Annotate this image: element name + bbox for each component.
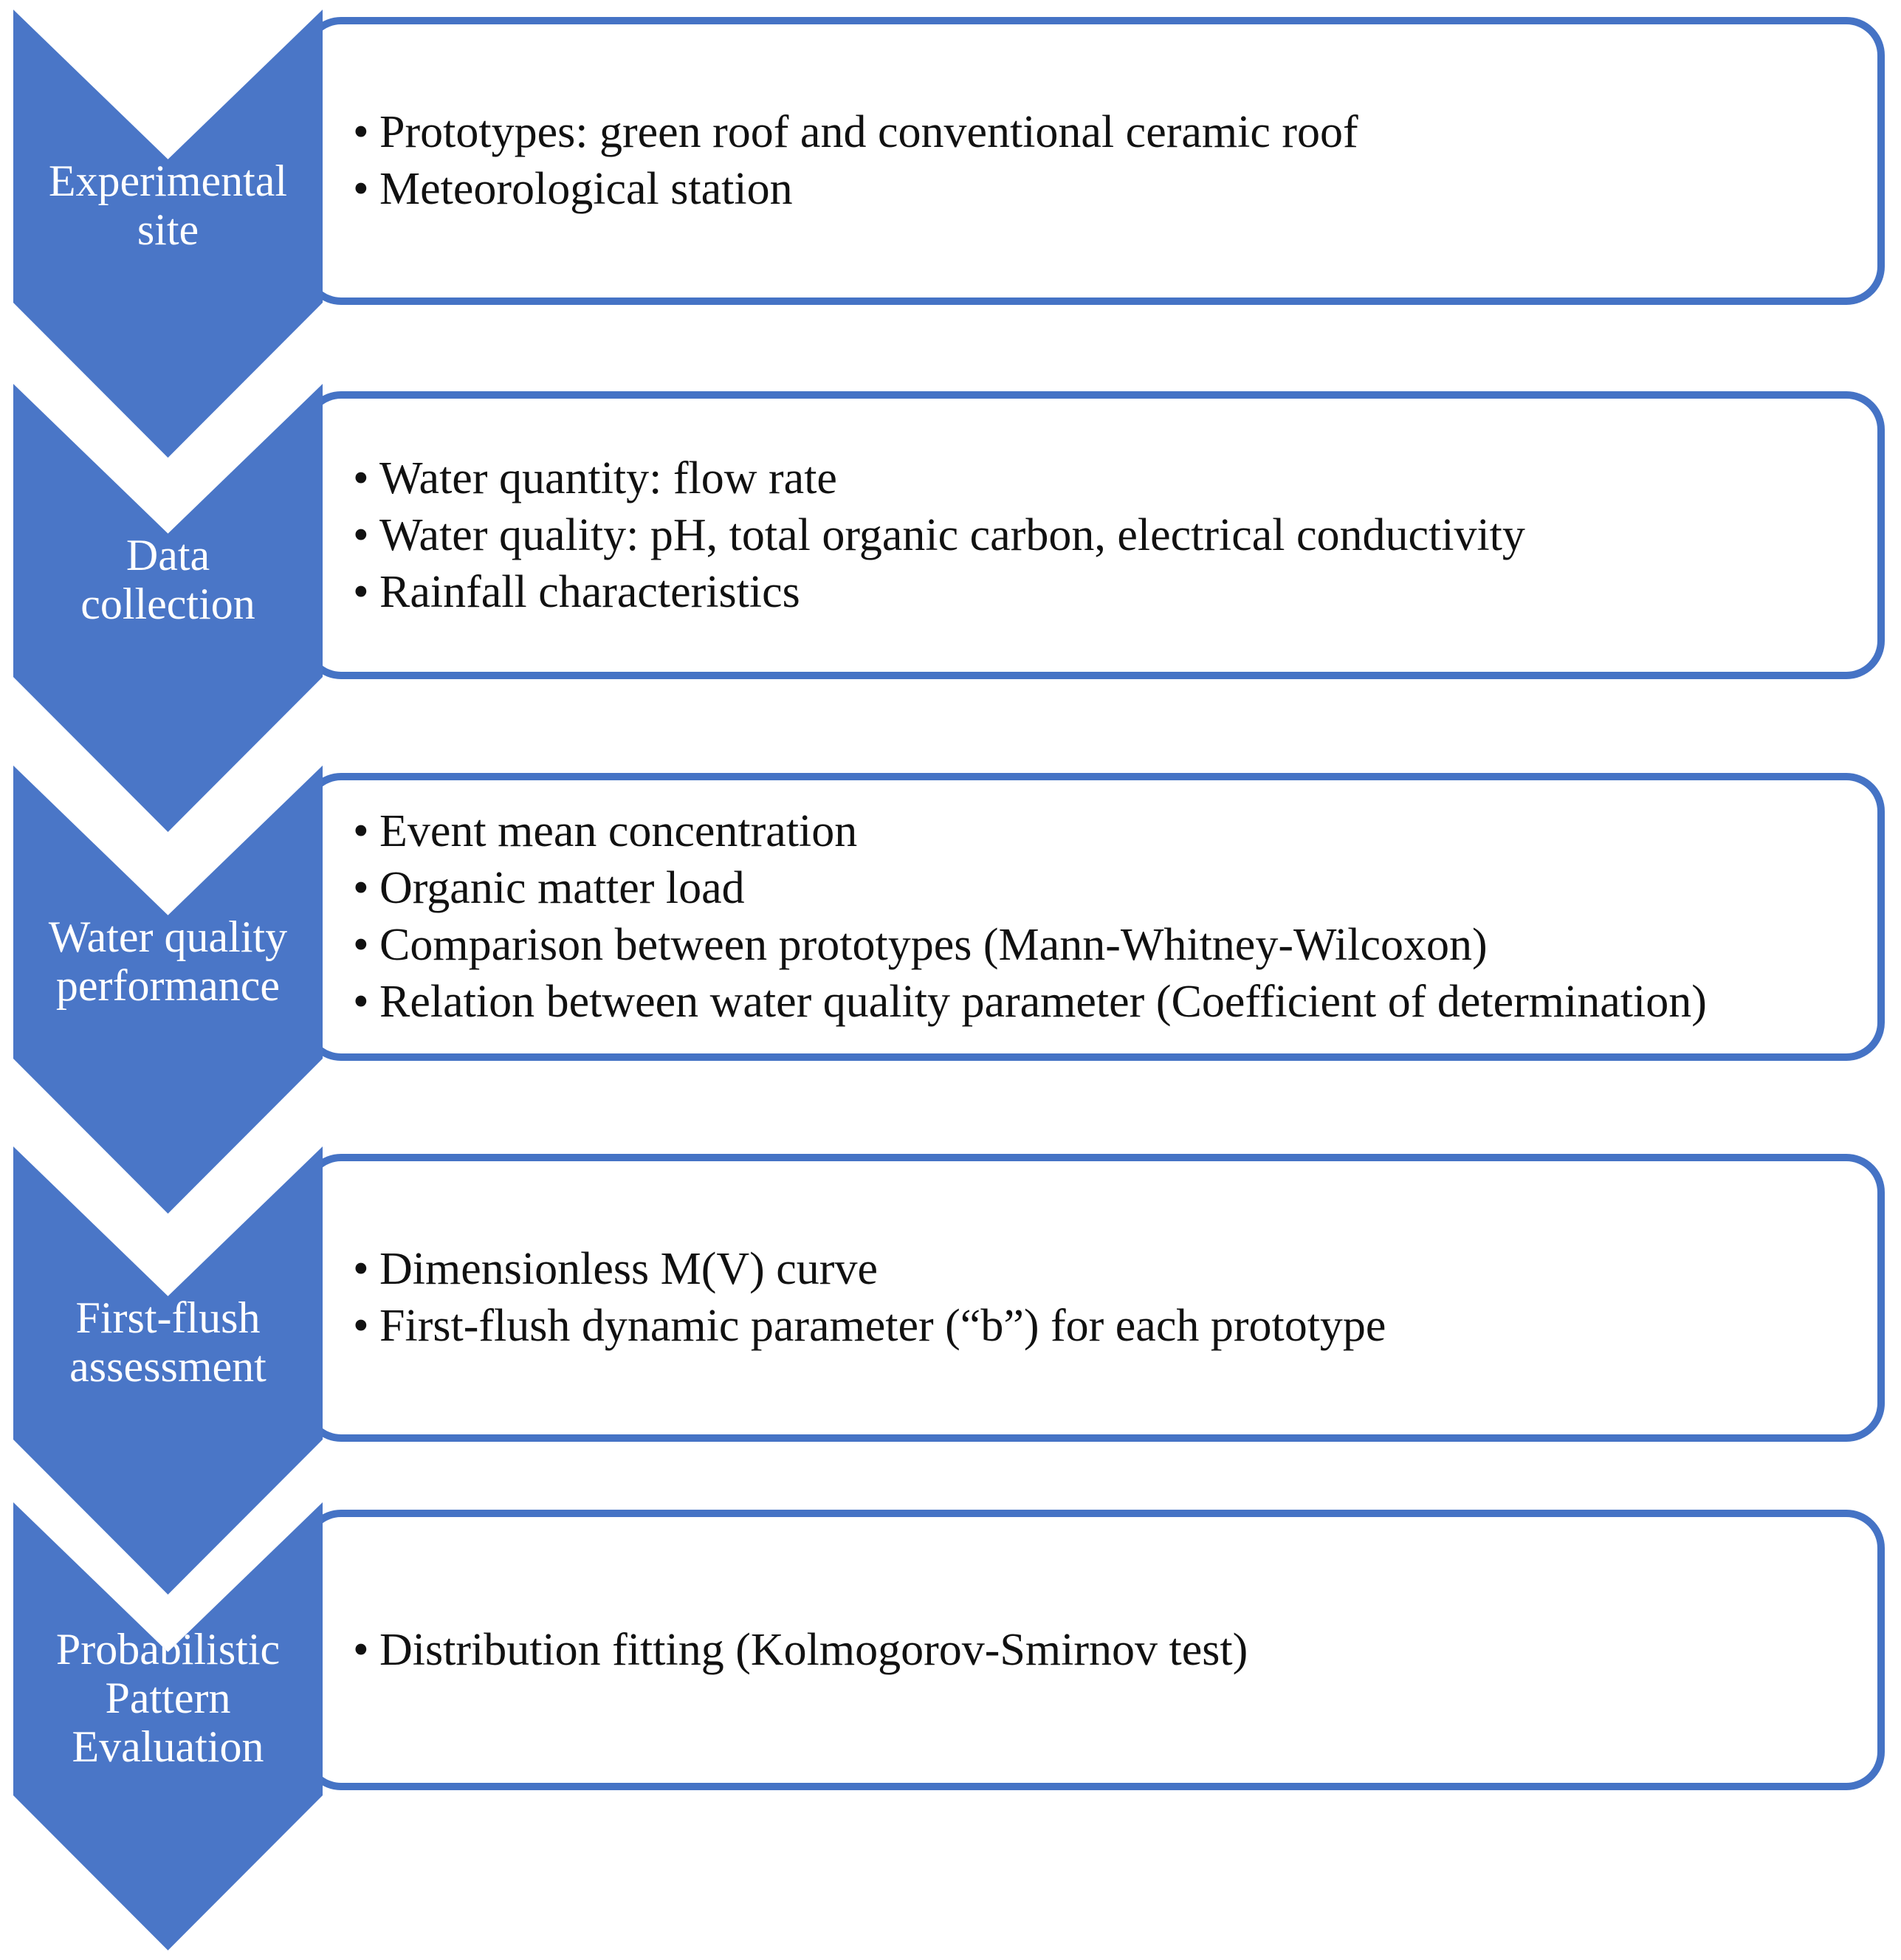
bullet-icon: •	[353, 453, 369, 503]
stage-box: •Event mean concentration•Organic matter…	[303, 773, 1885, 1061]
stage-label: Experimental site	[48, 157, 288, 254]
bullet-item: •Water quality: pH, total organic carbon…	[353, 507, 1525, 564]
stage-label: Data collection	[80, 531, 255, 628]
chevron-arrow-icon: Water quality performance	[13, 766, 323, 1214]
bullet-text: Organic matter load	[379, 863, 745, 913]
chevron-arrow-icon: Experimental site	[13, 10, 323, 458]
bullet-icon: •	[353, 863, 369, 913]
bullet-icon: •	[353, 509, 369, 560]
bullet-text: Rainfall characteristics	[379, 566, 800, 617]
bullet-text: Meteorological station	[379, 164, 793, 214]
bullet-text: Prototypes: green roof and conventional …	[379, 107, 1358, 157]
bullet-item: •Distribution fitting (Kolmogorov-Smirno…	[353, 1622, 1248, 1679]
chevron-arrow-icon: First-flush assessment	[13, 1146, 323, 1595]
stage-box: •Water quantity: flow rate•Water quality…	[303, 391, 1885, 679]
stage-label: First-flush assessment	[69, 1293, 267, 1391]
bullet-text: Water quality: pH, total organic carbon,…	[379, 509, 1525, 560]
bullet-icon: •	[353, 1244, 369, 1294]
bullet-icon: •	[353, 566, 369, 617]
bullet-list: •Event mean concentration•Organic matter…	[310, 803, 1736, 1031]
bullet-text: First-flush dynamic parameter (“b”) for …	[379, 1301, 1386, 1351]
stage-box: •Prototypes: green roof and conventional…	[303, 17, 1885, 305]
bullet-text: Distribution fitting (Kolmogorov-Smirnov…	[379, 1624, 1248, 1675]
bullet-item: •Rainfall characteristics	[353, 564, 1525, 621]
bullet-item: •Event mean concentration	[353, 803, 1707, 860]
stage-box: •Dimensionless M(V) curve•First-flush dy…	[303, 1154, 1885, 1442]
bullet-item: •Prototypes: green roof and conventional…	[353, 104, 1358, 161]
bullet-text: Event mean concentration	[379, 806, 858, 856]
stage-label: Water quality performance	[48, 912, 288, 1010]
bullet-item: •Comparison between prototypes (Mann-Whi…	[353, 917, 1707, 974]
bullet-icon: •	[353, 806, 369, 856]
bullet-text: Relation between water quality parameter…	[379, 977, 1707, 1027]
bullet-item: •Meteorological station	[353, 161, 1358, 218]
bullet-list: •Prototypes: green roof and conventional…	[310, 104, 1388, 218]
bullet-item: •First-flush dynamic parameter (“b”) for…	[353, 1298, 1386, 1355]
bullet-text: Dimensionless M(V) curve	[379, 1244, 878, 1294]
bullet-item: •Relation between water quality paramete…	[353, 974, 1707, 1031]
bullet-list: •Water quantity: flow rate•Water quality…	[310, 450, 1555, 621]
bullet-item: •Dimensionless M(V) curve	[353, 1241, 1386, 1298]
bullet-icon: •	[353, 977, 369, 1027]
bullet-list: •Distribution fitting (Kolmogorov-Smirno…	[310, 1622, 1277, 1679]
bullet-item: •Water quantity: flow rate	[353, 450, 1525, 507]
bullet-list: •Dimensionless M(V) curve•First-flush dy…	[310, 1241, 1415, 1355]
bullet-icon: •	[353, 1624, 369, 1675]
bullet-icon: •	[353, 107, 369, 157]
stage-box: •Distribution fitting (Kolmogorov-Smirno…	[303, 1510, 1885, 1790]
bullet-item: •Organic matter load	[353, 860, 1707, 917]
bullet-icon: •	[353, 920, 369, 970]
bullet-text: Comparison between prototypes (Mann-Whit…	[379, 920, 1488, 970]
bullet-icon: •	[353, 164, 369, 214]
stage-label: Probabilistic Pattern Evaluation	[55, 1625, 281, 1771]
bullet-icon: •	[353, 1301, 369, 1351]
bullet-text: Water quantity: flow rate	[379, 453, 837, 503]
